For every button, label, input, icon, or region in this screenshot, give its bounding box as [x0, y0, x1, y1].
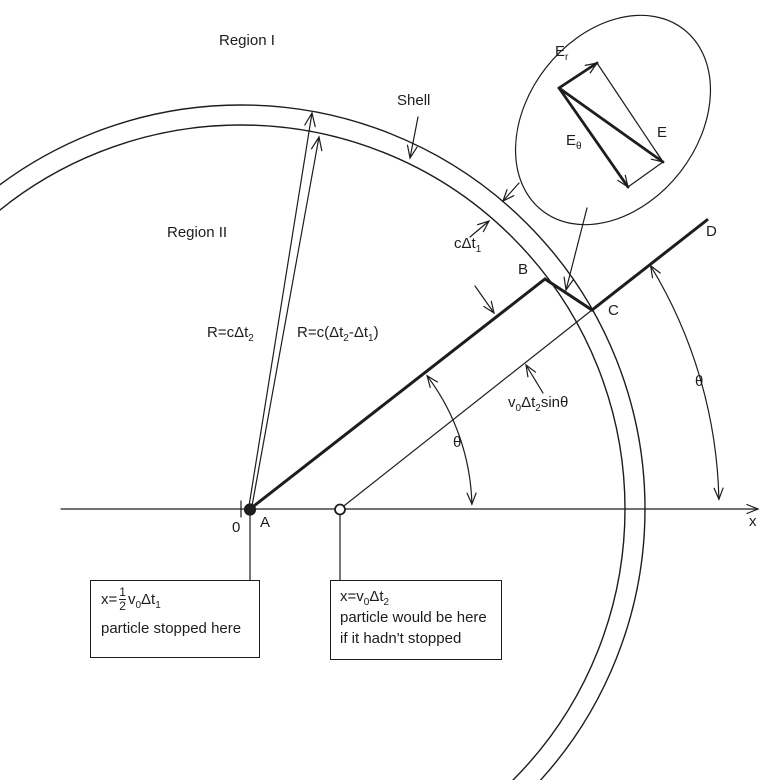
shell-inner-arc — [0, 124, 626, 780]
projected-formula: x=v0Δt2 — [340, 588, 390, 608]
stopped-formula-post: v0Δt1 — [127, 591, 161, 612]
thickness-arrow-inner-line — [469, 220, 490, 238]
e-arrowhead-icon — [650, 151, 665, 163]
stopped-formula-pre: x= — [101, 591, 118, 609]
theta-outer-label: θ — [695, 373, 704, 390]
transverse-gap-label: v0Δt2sinθ — [508, 394, 569, 414]
e-vector — [557, 86, 665, 164]
e-r-label: Er — [555, 43, 569, 63]
shell-arcs — [0, 104, 646, 780]
radius-inner-arrow-line — [251, 136, 320, 507]
point-c-label: C — [608, 302, 619, 319]
shell-outer-arc — [0, 104, 646, 780]
gap-arrow-lower-head-icon — [525, 363, 537, 378]
radius-outer-arrowhead-icon — [304, 111, 316, 128]
inset-ellipse — [514, 14, 712, 226]
region2-label: Region II — [167, 224, 228, 241]
gap-arrow-upper-head-icon — [483, 300, 495, 315]
projected-position-circle — [334, 503, 346, 516]
field-inset — [514, 14, 712, 292]
region1-label: Region I — [219, 32, 275, 49]
e-label: E — [657, 124, 668, 141]
e-theta-arrowhead-icon — [617, 174, 629, 189]
thickness-arrow-outer-line — [502, 182, 520, 202]
thickness-arrow-inner-head-icon — [477, 219, 491, 233]
x-axis-label: x — [749, 513, 757, 530]
shell-thickness-arrows — [469, 182, 520, 238]
e-theta-label: Eθ — [566, 132, 582, 152]
projected-caption-line1: particle would be here — [340, 609, 487, 626]
point-a-label: A — [260, 514, 271, 531]
projected-caption-line2: if it hadn't stopped — [340, 630, 462, 647]
fraction-denominator: 2 — [119, 599, 126, 614]
inset-leader-arrowhead-icon — [563, 276, 575, 292]
gap-arrow-lower-line — [525, 364, 544, 394]
radius-outer-arrow-line — [248, 112, 313, 507]
shell-label-arrow — [406, 116, 419, 160]
parallelogram-thin-sides — [596, 62, 664, 188]
e-theta-vector — [557, 86, 630, 189]
radius-arrows — [248, 111, 323, 507]
x-axis — [60, 500, 760, 518]
e-r-arrowhead-icon — [584, 62, 599, 74]
theta-outer-arrowhead-bottom-icon — [713, 487, 724, 501]
projected-radial-line — [339, 309, 593, 510]
x-axis-arrowhead-icon — [746, 503, 760, 515]
shell-label: Shell — [397, 92, 431, 109]
theta-inner-label: θ — [453, 434, 462, 451]
gap-arrow-upper-line — [474, 285, 495, 314]
projected-callout-box: x=v0Δt2 particle would be here if it had… — [330, 580, 502, 660]
radius-outer-label: R=cΔt2 — [207, 324, 254, 344]
theta-inner-arrowhead-top-icon — [426, 374, 438, 388]
theta-outer-arrowhead-top-icon — [649, 264, 661, 279]
inset-leader-line — [565, 207, 588, 291]
radius-inner-label: R=c(Δt2-Δt1) — [297, 324, 379, 344]
theta-inner-arrowhead-bottom-icon — [466, 492, 477, 506]
shell-thickness-label: cΔt1 — [454, 235, 482, 255]
thickness-arrow-outer-head-icon — [501, 189, 515, 203]
shell-arrowhead-icon — [406, 144, 418, 160]
theta-outer-arc-line — [650, 265, 720, 500]
transverse-gap-arrows — [474, 285, 544, 394]
field-line — [248, 218, 709, 511]
theta-inner-arc-line — [426, 375, 473, 505]
theta-arc-inner — [426, 374, 477, 506]
point-d-label: D — [706, 223, 717, 240]
origin-label: 0 — [232, 519, 241, 536]
particle-position-dot — [243, 503, 257, 516]
field-line-a-b-c-d — [248, 218, 709, 511]
theta-arc-outer — [649, 264, 724, 501]
shell-arrow-line — [409, 116, 419, 159]
fraction-numerator: 1 — [119, 585, 126, 599]
stopped-caption: particle stopped here — [101, 620, 242, 638]
point-b-label: B — [518, 261, 529, 278]
radius-inner-arrowhead-icon — [310, 135, 323, 152]
e-r-vector — [557, 61, 599, 90]
